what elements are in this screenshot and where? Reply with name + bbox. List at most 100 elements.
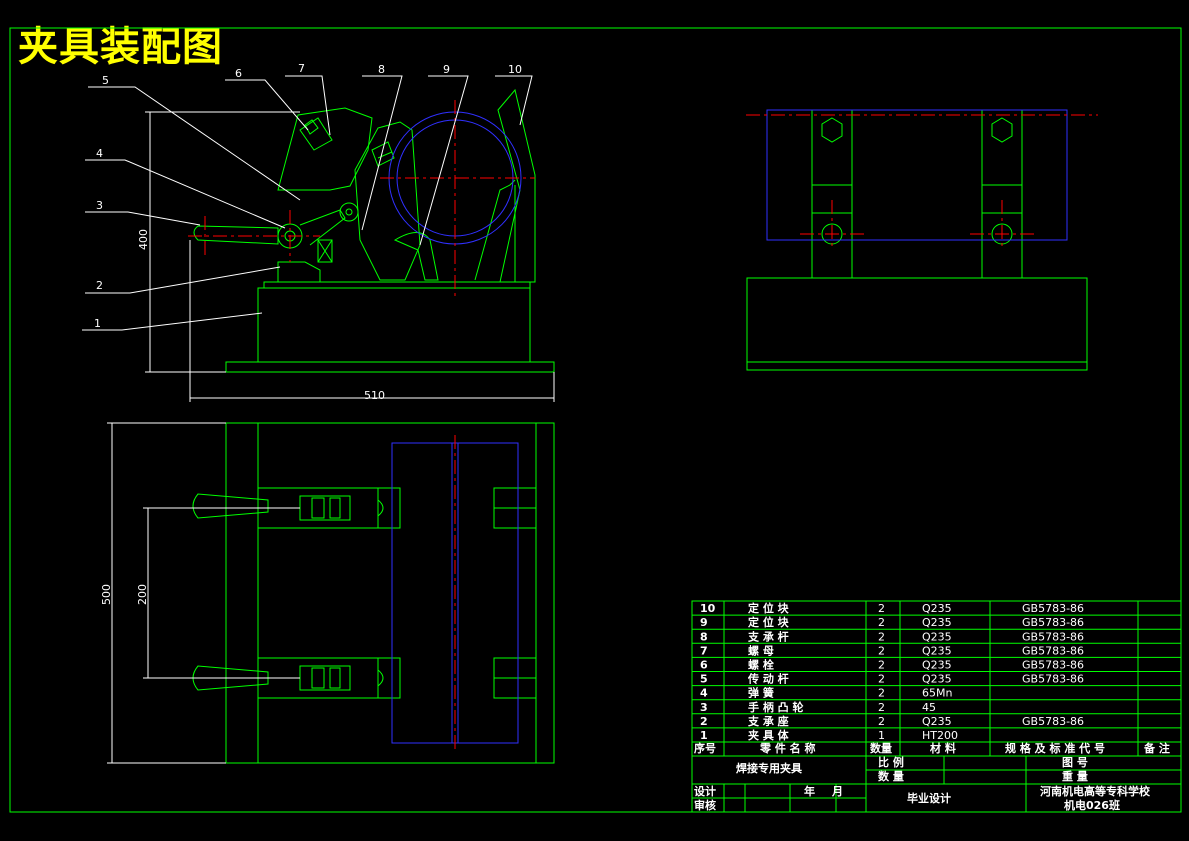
bom-cell-name: 传 动 杆 (747, 672, 789, 686)
bom-cell-qty: 2 (878, 701, 885, 714)
bom-cell-qty: 2 (878, 687, 885, 700)
bom-cell-name: 定 位 块 (748, 601, 790, 615)
cam-handle (193, 225, 279, 245)
tb-class: 机电026班 (1064, 798, 1120, 812)
bom-cell-standard: GB5783-86 (1022, 715, 1084, 728)
bom-cell-no: 5 (700, 673, 708, 686)
bom-cell-no: 8 (700, 630, 708, 643)
callout-leaders (82, 75, 533, 331)
plan-dimensions (107, 422, 300, 764)
side-centerlines (746, 114, 1098, 250)
tb-project: 毕业设计 (907, 791, 951, 805)
support-seat (277, 261, 321, 282)
bom-cell-name: 定 位 块 (748, 615, 790, 629)
bom-cell-material: Q235 (922, 630, 952, 643)
spring (317, 239, 333, 263)
title-block: 焊接专用夹具 比 例 数 量 图 号 重 量 设计 审核 年 月 毕业设计 河南… (694, 755, 1151, 812)
dim-plan-height: 500 (100, 584, 113, 605)
transmission-rod (299, 209, 346, 246)
bom-cell-standard: GB5783-86 (1022, 616, 1084, 629)
bom-cell-name: 支 承 杆 (747, 629, 789, 643)
bom-header-standard: 规 格 及 标 准 代 号 (1005, 741, 1105, 755)
side-workpiece (766, 109, 1068, 241)
base-plate (225, 361, 555, 373)
bom-header-name: 零 件 名 称 (759, 741, 816, 755)
bom-cell-standard: GB5783-86 (1022, 644, 1084, 657)
tb-drawing-no-label: 图 号 (1062, 756, 1088, 769)
bom-cell-no: 1 (700, 729, 708, 742)
tb-drawing-name: 焊接专用夹具 (736, 761, 802, 775)
bom-cell-material: Q235 (922, 616, 952, 629)
bom-cell-material: 45 (922, 701, 936, 714)
bom-cell-qty: 2 (878, 602, 885, 615)
bom-cell-material: HT200 (922, 729, 958, 742)
drawing-title: 夹具装配图 (18, 24, 223, 70)
plan-view (192, 422, 555, 764)
bom-cell-no: 7 (700, 644, 708, 657)
clamp-arm (277, 107, 373, 191)
bom-cell-no: 4 (700, 687, 708, 700)
bom-cell-name: 支 承 座 (747, 714, 789, 728)
drawing-border (9, 27, 1182, 813)
bom-cell-standard: GB5783-86 (1022, 602, 1084, 615)
callout-1: 1 (94, 317, 101, 330)
bom-cell-no: 2 (700, 715, 708, 728)
bom-cell-qty: 2 (878, 659, 885, 672)
bom-cell-standard: GB5783-86 (1022, 630, 1084, 643)
callout-7: 7 (298, 62, 305, 75)
dim-height: 400 (137, 229, 150, 250)
bom-cell-qty: 2 (878, 630, 885, 643)
tb-weight-label: 重 量 (1062, 769, 1088, 783)
locating-block (497, 88, 536, 283)
callout-labels: 1 2 3 4 5 6 7 8 9 10 (94, 62, 522, 330)
bom-cell-no: 3 (700, 701, 708, 714)
bom-cell-qty: 1 (878, 729, 885, 742)
callout-6: 6 (235, 67, 242, 80)
bom-cell-name: 夹 具 体 (748, 728, 790, 742)
callout-5: 5 (102, 74, 109, 87)
bom-cell-qty: 2 (878, 616, 885, 629)
bom-cell-standard: GB5783-86 (1022, 659, 1084, 672)
callout-9: 9 (443, 63, 450, 76)
callout-10: 10 (508, 63, 522, 76)
dim-spacing: 200 (136, 584, 149, 605)
bom-cell-standard: GB5783-86 (1022, 673, 1084, 686)
bom-cell-material: Q235 (922, 659, 952, 672)
bom-cell-material: Q235 (922, 602, 952, 615)
bom-cell-qty: 2 (878, 644, 885, 657)
tb-month-label: 月 (831, 785, 843, 798)
bom-header-remark: 备 注 (1143, 741, 1170, 755)
tb-reviewer-label: 审核 (694, 798, 716, 812)
callout-4: 4 (96, 147, 103, 160)
support-rod (354, 121, 421, 281)
bom-cell-material: 65Mn (922, 687, 952, 700)
front-centerlines (188, 100, 535, 300)
dim-width: 510 (364, 389, 385, 402)
fixture-body (257, 287, 531, 363)
bom-cell-no: 9 (700, 616, 708, 629)
bom-cell-name: 手 柄 凸 轮 (748, 700, 804, 714)
bom-header: 序号 零 件 名 称 数量 材 料 规 格 及 标 准 代 号 备 注 (694, 741, 1170, 755)
bom-cell-material: Q235 (922, 673, 952, 686)
tb-school: 河南机电高等专科学校 (1040, 784, 1151, 798)
bom-cell-material: Q235 (922, 715, 952, 728)
tb-year-label: 年 (804, 784, 815, 798)
bom-cell-no: 6 (700, 659, 708, 672)
tb-designer-label: 设计 (694, 784, 716, 798)
bom-cell-qty: 2 (878, 715, 885, 728)
bom-cell-material: Q235 (922, 644, 952, 657)
bom-cell-name: 弹 簧 (748, 686, 774, 700)
tb-scale-label: 比 例 (878, 755, 904, 769)
bom-table-lines (691, 600, 1182, 813)
front-view (193, 88, 555, 373)
front-dimensions (145, 111, 555, 402)
bom-header-qty: 数量 (870, 741, 892, 755)
bom-cell-no: 10 (700, 602, 716, 615)
bom-cell-name: 螺 栓 (748, 658, 774, 672)
bom-cell-name: 螺 母 (748, 643, 774, 657)
callout-3: 3 (96, 199, 103, 212)
bom-header-material: 材 料 (930, 741, 956, 755)
bom-cell-qty: 2 (878, 673, 885, 686)
